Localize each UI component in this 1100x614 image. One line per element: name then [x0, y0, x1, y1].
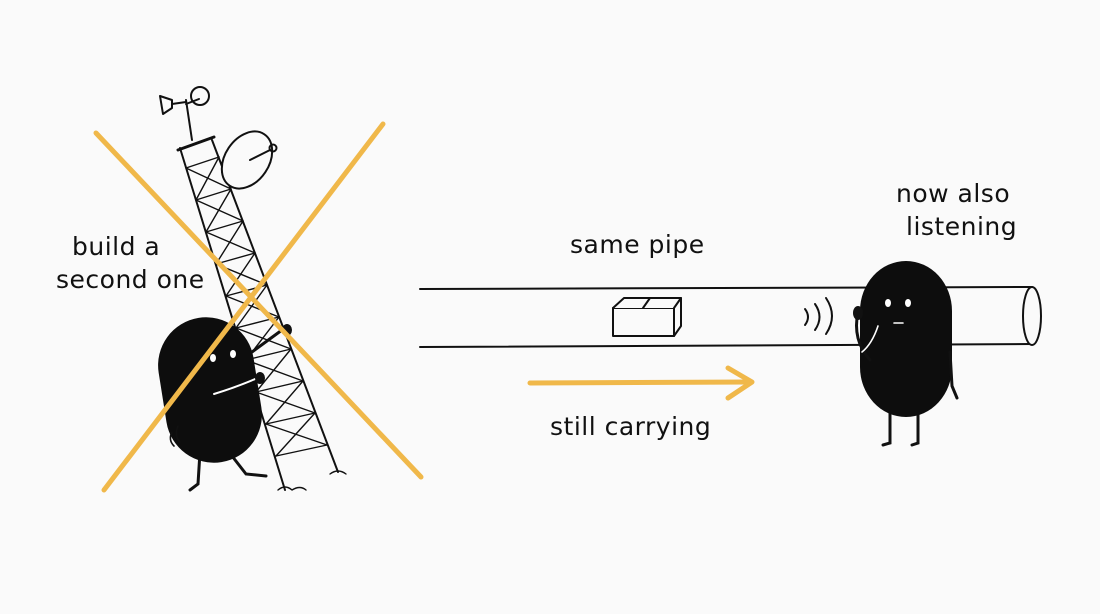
satellite-dish-icon: [220, 130, 278, 190]
same-pipe-label: same pipe: [570, 230, 705, 259]
box-icon: [612, 297, 682, 337]
now-label-line1: now also: [896, 179, 1011, 208]
build-second-one-label: build a second one: [56, 230, 205, 296]
sound-waves-icon: [804, 297, 833, 335]
now-label-line2: listening: [906, 212, 1018, 241]
x-mark-icon: [93, 121, 424, 493]
right-arrow-icon: [527, 365, 755, 401]
climbing-character: [158, 317, 292, 492]
still-carrying-label: still carrying: [550, 412, 712, 441]
build-label-line1: build a: [72, 232, 161, 261]
listening-character: [853, 261, 959, 447]
now-also-listening-label: now also listening: [896, 177, 1017, 243]
build-label-line2: second one: [56, 265, 205, 294]
